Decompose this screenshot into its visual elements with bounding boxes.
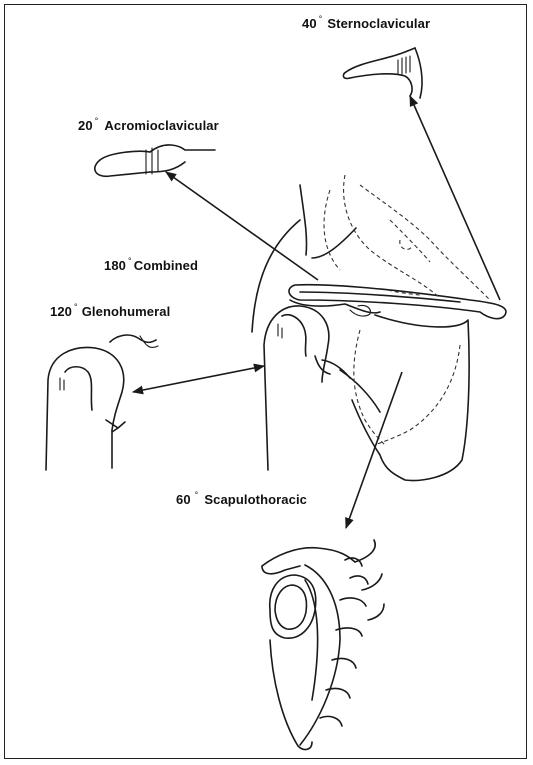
sternoclavicular-joint-sketch (343, 48, 422, 98)
acromioclavicular-joint-sketch (95, 145, 215, 176)
acromioclavicular-label: 20°Acromioclavicular (78, 118, 219, 133)
scapulothoracic-sketch (262, 540, 384, 749)
scapulothoracic-arrow (346, 372, 402, 528)
glenohumeral-sketch (46, 335, 158, 470)
glenohumeral-arrow (133, 366, 264, 392)
glenohumeral-label: 120°Glenohumeral (50, 304, 170, 319)
sternoclavicular-arrow (410, 96, 500, 300)
combined-label: 180°Combined (104, 258, 198, 273)
scapulothoracic-label: 60°Scapulothoracic (176, 492, 307, 507)
sternoclavicular-label: 40°Sternoclavicular (302, 16, 430, 31)
